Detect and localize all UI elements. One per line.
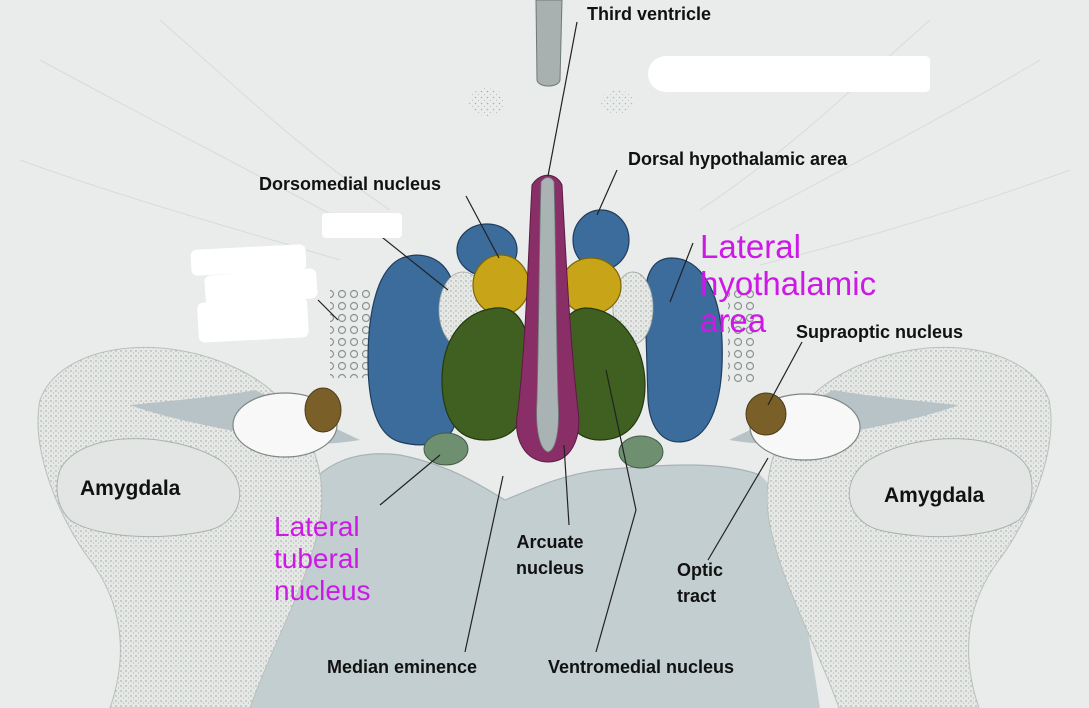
cell-cluster-right [728, 290, 758, 382]
label-optic-tract-line-1: Optic [677, 560, 724, 580]
fibre-texture [19, 19, 1071, 266]
redaction-mask-mid [322, 213, 402, 238]
third-ventricle-stalk [535, 0, 563, 87]
label-lateral-hypothalamic-line-2: hyothalamic [700, 264, 877, 302]
leader-redacted-2 [317, 299, 339, 321]
label-lateral-tuberal-line-3: nucleus [274, 575, 371, 607]
lateral-tuberal-nucleus-right [618, 435, 664, 469]
leader-lateral-tuberal [379, 454, 441, 506]
label-lateral-tuberal-nucleus: Lateral tuberal nucleus [274, 511, 371, 608]
leader-optic-tract [707, 457, 769, 561]
dorsomedial-nucleus-right [560, 257, 622, 315]
dorsomedial-nucleus-left [472, 254, 530, 316]
leader-median-eminence [464, 475, 504, 653]
label-ventromedial-nucleus: Ventromedial nucleus [548, 657, 735, 677]
label-third-ventricle: Third ventricle [587, 4, 712, 24]
cell-cluster-left [330, 286, 370, 378]
label-lateral-hypothalamic-area: Lateral hyothalamic area [700, 228, 877, 340]
label-optic-tract: Optic tract [677, 557, 723, 609]
leader-ventromedial [595, 509, 637, 653]
leader-lines [317, 21, 803, 653]
label-dorsal-hypothalamic-area: Dorsal hypothalamic area [628, 149, 848, 169]
leader-dorsomedial [465, 195, 500, 259]
label-amygdala-left: Amygdala [80, 477, 181, 500]
leader-third-ventricle [547, 21, 578, 177]
texture-patch-right [601, 90, 633, 114]
label-supraoptic-nucleus: Supraoptic nucleus [796, 322, 964, 342]
label-arcuate-nucleus: Arcuate nucleus [516, 529, 584, 581]
supraoptic-nucleus-left [304, 387, 342, 433]
leader-ventromedial-2 [605, 369, 637, 511]
label-lateral-tuberal-line-2: tuberal [274, 543, 360, 575]
texture-patch-left [469, 88, 505, 116]
redaction-mask-left-3 [197, 297, 309, 343]
lateral-tuberal-nucleus-left [423, 432, 469, 466]
leader-redacted-1 [377, 233, 449, 291]
leader-arcuate [563, 444, 570, 526]
leader-lateral-hypothalamic [669, 242, 694, 303]
label-amygdala-right: Amygdala [884, 484, 985, 507]
redaction-mask-top [648, 56, 930, 92]
leader-dorsal-hypothalamic [596, 169, 618, 216]
label-arcuate-line-2: nucleus [516, 558, 585, 579]
third-ventricle [536, 177, 559, 453]
label-lateral-hypothalamic-line-3: area [700, 301, 767, 339]
median-eminence-region [235, 453, 820, 708]
label-arcuate-line-1: Arcuate [516, 532, 584, 552]
amygdala-left-inner [56, 438, 241, 538]
label-lateral-hypothalamic-line-1: Lateral [700, 228, 801, 265]
amygdala-right-inner [848, 438, 1033, 538]
lateral-hypothalamic-area-left [367, 254, 456, 446]
label-lateral-tuberal-line-1: Lateral [274, 511, 360, 542]
supraoptic-nucleus-right [745, 392, 787, 436]
label-median-eminence: Median eminence [327, 657, 478, 677]
label-optic-tract-line-2: tract [677, 586, 717, 607]
label-dorsomedial-nucleus: Dorsomedial nucleus [259, 174, 442, 194]
median-eminence-outline [299, 453, 761, 501]
leader-supraoptic [767, 341, 803, 406]
